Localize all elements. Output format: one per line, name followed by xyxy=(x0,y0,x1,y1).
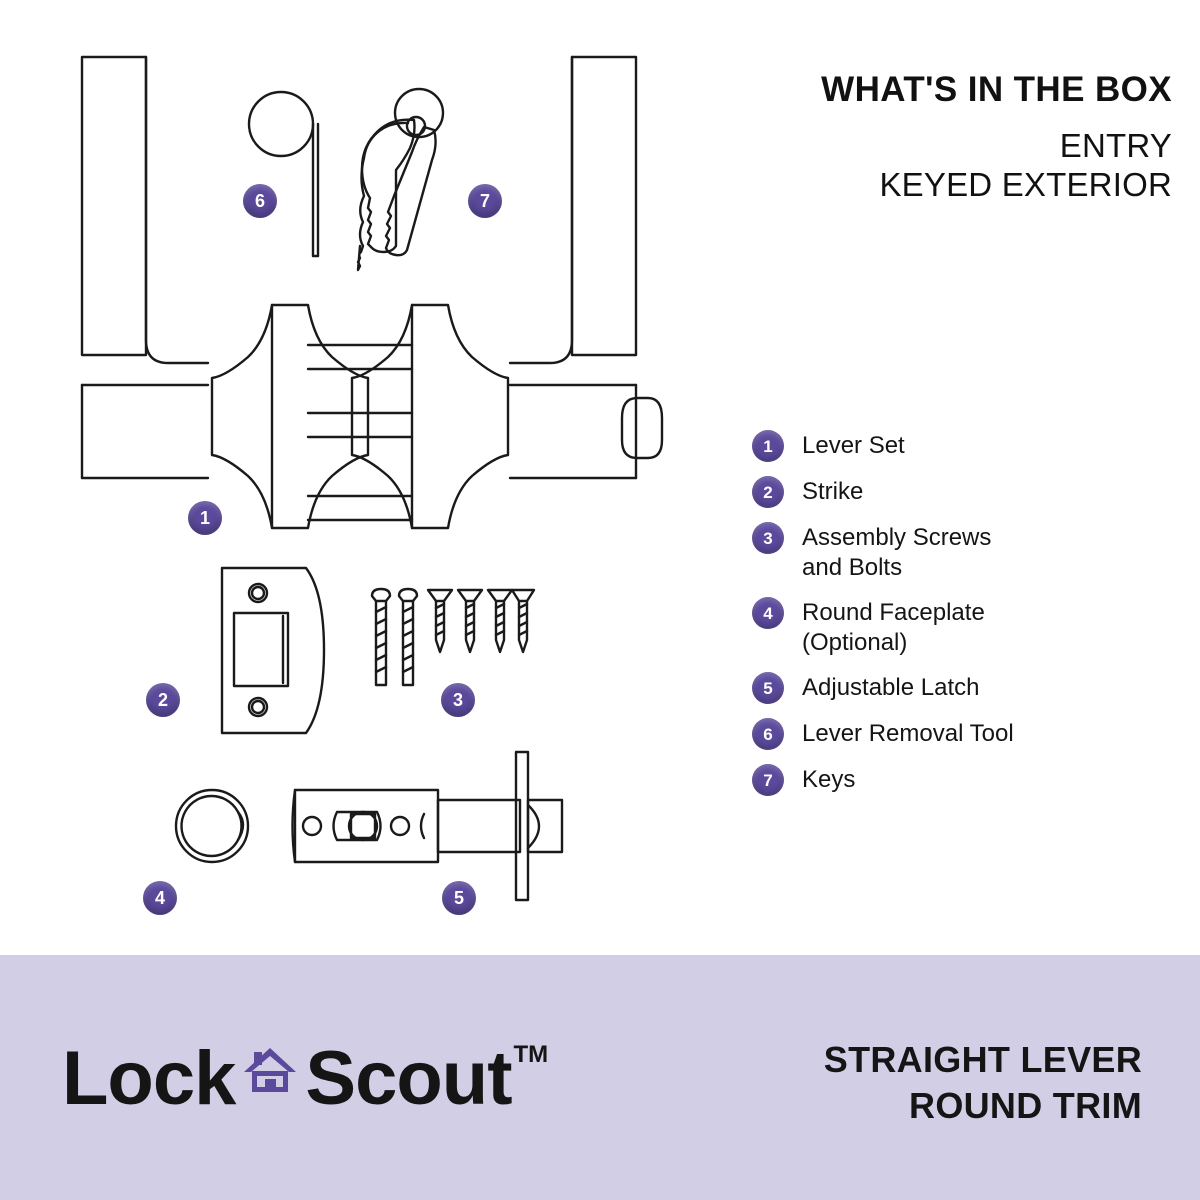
lever-end-cap xyxy=(620,396,664,460)
legend-item-adjustable-latch: 5 Adjustable Latch xyxy=(752,672,1182,704)
subtitle-line-1: ENTRY xyxy=(1059,126,1172,164)
strike-plate xyxy=(220,566,326,735)
keys xyxy=(356,87,445,272)
lever-removal-tool xyxy=(247,90,320,258)
brand-word-scout: Scout xyxy=(305,1036,512,1121)
callout-badge-6: 6 xyxy=(243,184,277,218)
footer-band: Lock Scout TM STRAIGHT LEVER ROUND TRIM xyxy=(0,955,1200,1200)
legend-label-6: Lever Removal Tool xyxy=(802,720,1014,747)
parts-legend-list: 1 Lever Set 2 Strike 3 Assembly Screws a… xyxy=(752,430,1182,810)
legend-badge-2: 2 xyxy=(752,476,784,508)
parts-diagram: 1 2 3 4 5 6 7 xyxy=(0,0,740,950)
page-title: WHAT'S IN THE BOX xyxy=(821,70,1172,109)
product-name-line-2: ROUND TRIM xyxy=(909,1085,1142,1127)
callout-badge-3: 3 xyxy=(441,683,475,717)
product-name-line-1: STRAIGHT LEVER xyxy=(823,1039,1142,1080)
rosette-connector-lines xyxy=(306,343,414,522)
legend-label-5: Adjustable Latch xyxy=(802,674,980,701)
brand-word-lock: Lock xyxy=(62,1036,236,1121)
header-block: WHAT'S IN THE BOX ENTRY KEYED EXTERIOR xyxy=(752,70,1172,205)
house-icon xyxy=(241,1042,299,1105)
subtitle-line-2: KEYED EXTERIOR xyxy=(879,165,1172,203)
legend-badge-5: 5 xyxy=(752,672,784,704)
legend-badge-3: 3 xyxy=(752,522,784,554)
callout-badge-4: 4 xyxy=(143,881,177,915)
callout-badge-5: 5 xyxy=(442,881,476,915)
callout-badge-1: 1 xyxy=(188,501,222,535)
legend-label-1: Lever Set xyxy=(802,432,905,459)
legend-label-3: Assembly Screws and Bolts xyxy=(802,524,992,581)
legend-badge-1: 1 xyxy=(752,430,784,462)
legend-item-lever-removal-tool: 6 Lever Removal Tool xyxy=(752,718,1182,750)
legend-item-round-faceplate: 4 Round Faceplate (Optional) xyxy=(752,597,1182,658)
right-rosette xyxy=(350,303,510,530)
brand-logo: Lock Scout TM xyxy=(62,1036,549,1121)
callout-badge-7: 7 xyxy=(468,184,502,218)
parts-line-art xyxy=(80,55,664,902)
legend-item-strike: 2 Strike xyxy=(752,476,1182,508)
callout-badge-2: 2 xyxy=(146,683,180,717)
legend-item-assembly-screws: 3 Assembly Screws and Bolts xyxy=(752,522,1182,583)
assembly-screws-and-bolts xyxy=(370,587,536,687)
legend-label-7: Keys xyxy=(802,766,856,793)
right-lever-arm xyxy=(508,55,638,480)
legend-badge-7: 7 xyxy=(752,764,784,796)
left-lever-arm xyxy=(80,55,210,480)
legend-item-lever-set: 1 Lever Set xyxy=(752,430,1182,462)
round-faceplate xyxy=(174,788,250,864)
legend-label-4: Round Faceplate (Optional) xyxy=(802,599,985,656)
trademark-symbol: TM xyxy=(513,1041,549,1068)
adjustable-latch xyxy=(291,750,564,902)
left-rosette xyxy=(210,303,370,530)
legend-item-keys: 7 Keys xyxy=(752,764,1182,796)
product-name-block: STRAIGHT LEVER ROUND TRIM xyxy=(824,1037,1142,1129)
legend-badge-6: 6 xyxy=(752,718,784,750)
legend-badge-4: 4 xyxy=(752,597,784,629)
legend-label-2: Strike xyxy=(802,478,864,505)
